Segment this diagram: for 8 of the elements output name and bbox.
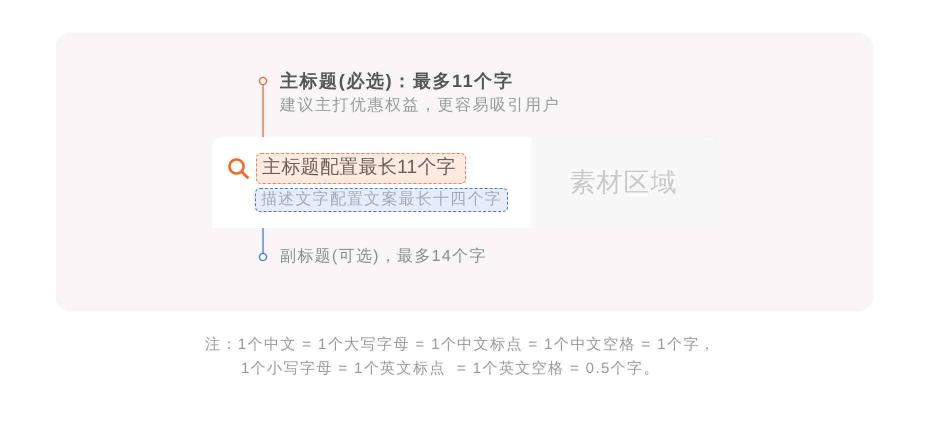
description-input-field: 描述文字配置文案最长十四个字 xyxy=(255,188,508,212)
note-text: 注：1个中文 = 1个大写字母 = 1个中文标点 = 1个中文空格 = 1个字， xyxy=(205,335,716,355)
note-text: 1个小写字母 = 1个英文标点 = 1个英文空格 = 0.5个字。 xyxy=(241,359,660,379)
annotation-heading: 主标题(必选)：最多11个字 xyxy=(280,70,514,92)
annotation-text: 建议主打优惠权益，更容易吸引用户 xyxy=(280,96,560,116)
title-input-field: 主标题配置最长11个字 xyxy=(256,153,466,184)
banner-card xyxy=(212,137,716,228)
annotation-text: 副标题(可选)，最多14个字 xyxy=(280,247,487,267)
